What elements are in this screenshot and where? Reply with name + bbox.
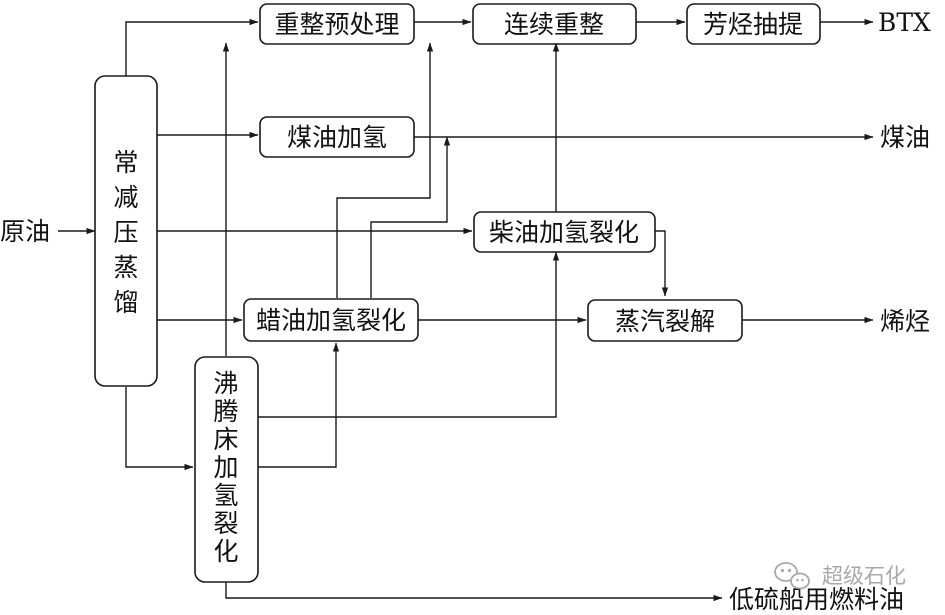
unit-ebullated-bed-hydrocracking-label: 沸腾床加氢裂化 — [213, 369, 238, 566]
unit-steam-cracking: 蒸汽裂解 — [587, 299, 743, 342]
arrow-ebullated-to-diesel-hc — [258, 251, 560, 418]
arrow-bunker-fuel-product — [225, 582, 723, 602]
arrow-diesel-hc-to-steam-cracking — [655, 230, 669, 297]
flow-lines — [58, 18, 874, 602]
unit-reforming-pretreatment-label: 重整预处理 — [274, 10, 399, 39]
unit-continuous-reforming: 连续重整 — [472, 3, 637, 45]
unit-aromatics-extraction: 芳烃抽提 — [686, 3, 821, 45]
product-btx-label: BTX — [878, 8, 931, 37]
unit-ebullated-bed-hydrocracking: 沸腾床加氢裂化 — [194, 356, 259, 583]
unit-kerosene-hydrotreating: 煤油加氢 — [259, 116, 415, 158]
arrow-wax-hc-to-kerosene — [370, 136, 451, 298]
unit-atmospheric-vacuum-distillation: 常减压蒸馏 — [94, 75, 158, 387]
unit-continuous-reforming-label: 连续重整 — [504, 10, 604, 39]
unit-wax-oil-hydrocracking: 蜡油加氢裂化 — [243, 298, 419, 342]
arrow-distillation-to-pretreat — [125, 18, 259, 78]
arrow-wax-hc-to-pretreat — [336, 42, 434, 298]
unit-diesel-hydrocracking-label: 柴油加氢裂化 — [489, 218, 639, 247]
unit-diesel-hydrocracking: 柴油加氢裂化 — [473, 211, 656, 253]
unit-reforming-pretreatment: 重整预处理 — [259, 3, 415, 45]
arrow-ebullated-to-wax-hc — [258, 342, 340, 468]
watermark: 超级石化 — [774, 562, 906, 590]
unit-steam-cracking-label: 蒸汽裂解 — [615, 307, 715, 336]
unit-atmospheric-vacuum-distillation-label: 常减压蒸馏 — [113, 148, 138, 317]
unit-wax-oil-hydrocracking-label: 蜡油加氢裂化 — [256, 306, 406, 335]
product-olefins-label: 烯烃 — [880, 307, 930, 336]
watermark-text: 超级石化 — [822, 564, 906, 588]
product-kerosene-label: 煤油 — [880, 123, 930, 152]
arrow-distillation-to-ebullated — [125, 387, 194, 471]
wechat-icon — [774, 562, 810, 590]
input-crude-oil-label: 原油 — [0, 217, 50, 246]
unit-aromatics-extraction-label: 芳烃抽提 — [703, 10, 803, 39]
product-low-sulfur-bunker-fuel-label: 低硫船用燃料油 — [729, 585, 904, 614]
unit-kerosene-hydrotreating-label: 煤油加氢 — [287, 123, 387, 152]
